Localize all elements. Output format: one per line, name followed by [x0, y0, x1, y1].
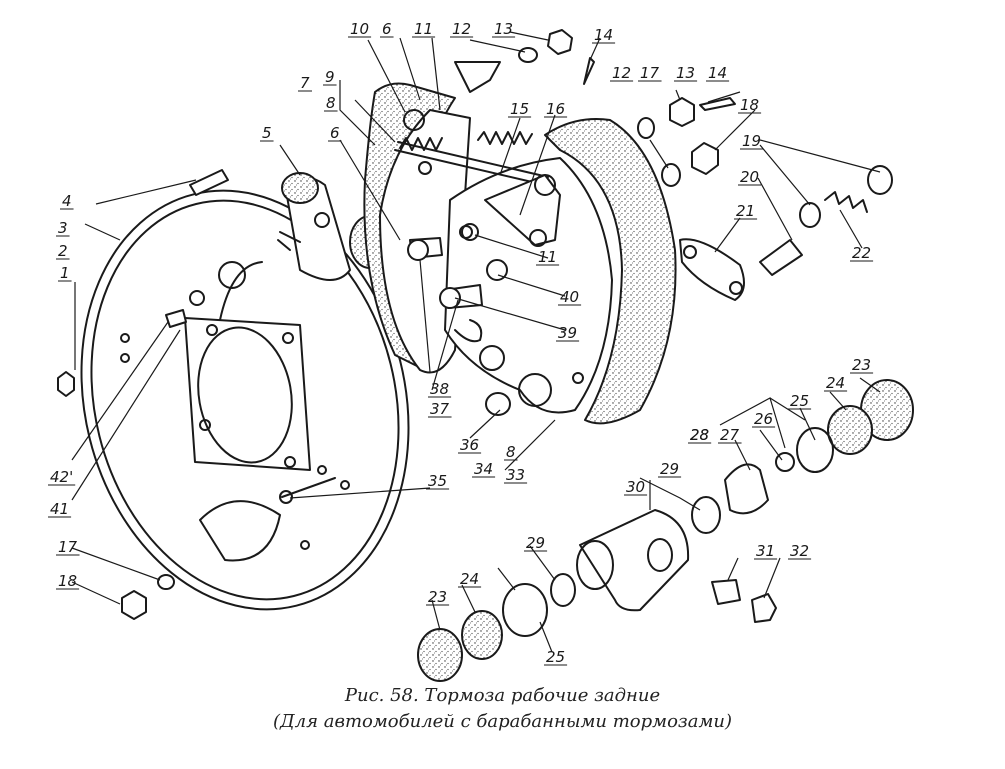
part-label-33: 24	[826, 374, 845, 392]
part-label-13: 11	[414, 20, 433, 38]
adjusting-lever	[679, 238, 803, 301]
part-label-32: 23	[428, 588, 447, 606]
part-label-31: 23	[852, 356, 871, 374]
part-label-29: 21	[736, 202, 755, 220]
part-label-24: 17	[58, 538, 78, 556]
part-label-21: 15	[510, 100, 529, 118]
part-label-1: 1	[60, 264, 70, 282]
part-label-44: 31	[756, 542, 775, 560]
part-label-55: 42'	[50, 468, 73, 486]
part-label-46: 33	[506, 466, 525, 484]
part-label-11: 9	[325, 68, 335, 86]
part-label-8: 7	[300, 74, 310, 92]
part-label-34: 24	[460, 570, 479, 588]
part-label-37: 26	[754, 410, 773, 428]
part-label-17: 13	[494, 20, 513, 38]
part-label-39: 28	[690, 426, 709, 444]
part-label-51: 38	[430, 380, 449, 398]
part-label-16: 12	[612, 64, 631, 82]
springs-and-strut	[394, 131, 561, 247]
part-label-36: 25	[546, 648, 565, 666]
part-label-45: 32	[790, 542, 809, 560]
part-label-27: 19	[742, 132, 761, 150]
figure-caption: Рис. 58. Тормоза рабочие задние	[344, 685, 661, 706]
figure-subcaption: (Для автомобилей с барабанными тормозами…	[272, 711, 733, 732]
part-label-48: 35	[428, 472, 447, 490]
part-label-3: 3	[58, 219, 68, 237]
bottom-left-hardware	[57, 371, 511, 620]
backing-plate	[80, 189, 410, 611]
part-label-2: 2	[58, 242, 68, 260]
part-label-49: 36	[460, 436, 479, 454]
part-label-47: 34	[474, 460, 493, 478]
part-label-14: 11	[538, 248, 557, 266]
part-label-5: 5	[262, 124, 272, 142]
leader-lines	[71, 31, 881, 653]
part-label-23: 17	[640, 64, 660, 82]
part-label-20: 14	[708, 64, 727, 82]
brake-shoe-right	[444, 118, 677, 425]
part-label-38: 27	[720, 426, 740, 444]
part-label-22: 16	[546, 100, 565, 118]
part-label-40: 28	[690, 426, 709, 444]
part-label-30: 22	[852, 244, 871, 262]
part-label-42: 29	[660, 460, 679, 478]
part-label-15: 12	[452, 20, 471, 38]
part-label-35: 25	[790, 392, 809, 410]
part-label-7: 6	[382, 20, 392, 38]
part-label-50: 37	[430, 400, 450, 418]
part-label-18: 13	[676, 64, 695, 82]
part-label-25: 18	[740, 96, 759, 114]
hardware-bolts	[165, 169, 508, 328]
part-label-53: 40	[560, 288, 579, 306]
part-label-28: 20	[740, 168, 759, 186]
part-label-54: 41	[50, 500, 69, 518]
part-label-43: 30	[626, 478, 645, 496]
part-label-10: 8	[506, 443, 516, 461]
part-label-26: 18	[58, 572, 77, 590]
exploded-wheel-cylinder	[417, 379, 914, 682]
part-label-6: 6	[330, 124, 340, 142]
part-label-19: 14	[594, 26, 613, 44]
part-label-9: 8	[326, 94, 336, 112]
nuts-and-washers	[518, 29, 893, 228]
part-label-41: 29	[526, 534, 545, 552]
part-label-12: 10	[350, 20, 369, 38]
part-label-52: 39	[558, 324, 577, 342]
part-label-4: 4	[62, 192, 72, 210]
